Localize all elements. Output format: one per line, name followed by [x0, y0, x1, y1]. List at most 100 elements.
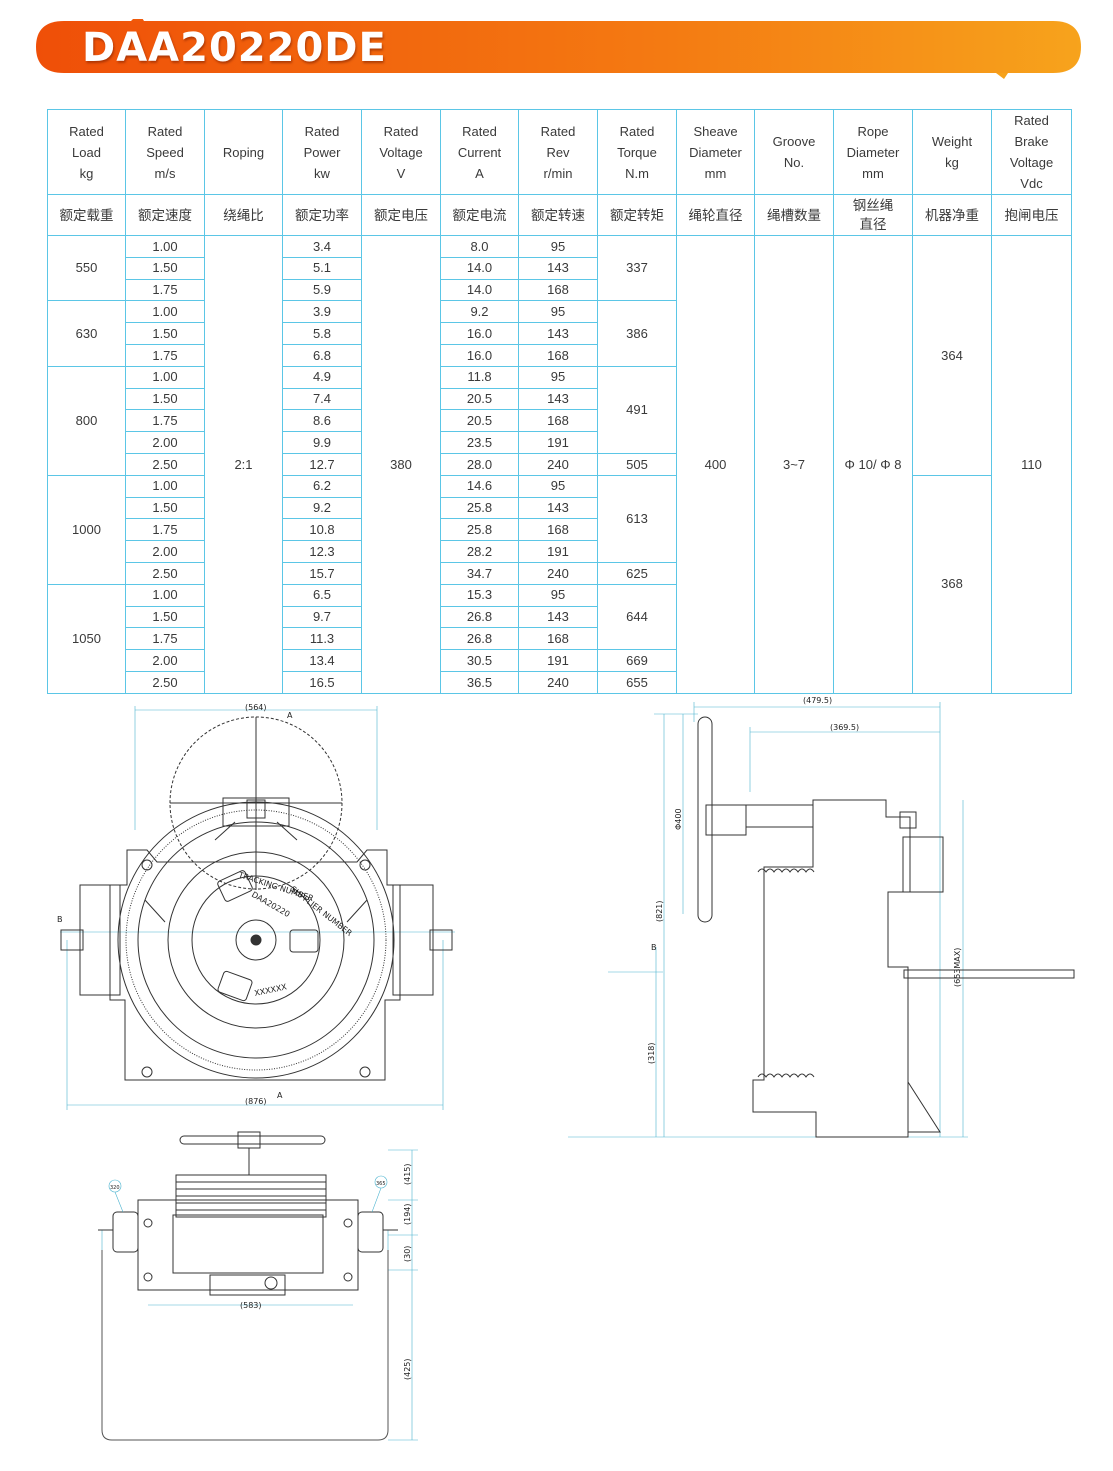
cell-current: 9.2	[440, 300, 519, 324]
side-mark-b2: B	[651, 943, 657, 952]
header-en-1-line: Speed	[146, 144, 184, 160]
cell-current: 14.6	[440, 474, 519, 498]
cell-roping: 2:1	[204, 235, 283, 694]
cell-speed: 1.00	[125, 365, 205, 389]
cell-current: 25.8	[440, 496, 519, 520]
cell-power: 10.8	[282, 518, 362, 542]
cell-load: 1000	[47, 474, 126, 585]
header-en-8-line: Diameter	[689, 144, 742, 160]
header-en-4-line: V	[396, 165, 406, 181]
section-mark-top: A	[287, 711, 293, 720]
machine-base-top	[137, 1199, 359, 1291]
header-en-10-line: Rope	[857, 123, 889, 139]
cell-power: 3.9	[282, 300, 362, 324]
header-en-0-line: kg	[79, 165, 94, 181]
cell-current: 20.5	[440, 387, 519, 411]
cell-power: 13.4	[282, 649, 362, 672]
header-en-6-line: Rev	[546, 144, 570, 160]
header-en-5-line: Rated	[462, 123, 497, 139]
cell-weight: 364	[912, 235, 992, 476]
cell-torque: 505	[597, 452, 677, 476]
cell-load: 550	[47, 234, 126, 302]
header-en-12-line: Rated	[1014, 113, 1049, 128]
header-cn-9: 绳槽数量	[754, 194, 834, 236]
cell-power: 5.8	[282, 322, 362, 345]
cell-current: 20.5	[440, 409, 519, 433]
cell-rev: 95	[518, 235, 598, 258]
cell-current: 28.0	[440, 452, 519, 476]
header-en-6-line: r/min	[543, 165, 573, 181]
cell-voltage: 380	[361, 235, 441, 694]
section-mark-bottom: A	[277, 1091, 283, 1100]
front-view-drawing: (564) A (876) A B	[55, 700, 465, 1120]
dim-front-bottom: (876)	[245, 1097, 267, 1106]
sheave-side	[697, 716, 713, 923]
cell-rev: 95	[518, 583, 598, 607]
cell-power: 15.7	[282, 561, 362, 585]
cell-power: 9.2	[282, 496, 362, 520]
handwheel-top	[179, 1135, 326, 1145]
cell-speed: 1.00	[125, 474, 205, 498]
cell-rev: 168	[518, 409, 598, 433]
header-cn-10-line: 钢丝绳	[852, 198, 894, 213]
cell-rev: 143	[518, 256, 598, 280]
header-cn-4: 额定电压	[361, 194, 441, 236]
cell-speed: 2.00	[125, 431, 205, 454]
header-row-cn: 额定载重额定速度绕绳比额定功率额定电压额定电流额定转速额定转矩绳轮直径绳槽数量钢…	[47, 194, 1072, 236]
cell-speed: 1.00	[125, 235, 205, 258]
cell-speed: 1.00	[125, 583, 205, 607]
cell-rev: 168	[518, 518, 598, 542]
cell-current: 23.5	[440, 431, 519, 454]
cell-rev: 191	[518, 540, 598, 563]
header-en-9-line: No.	[783, 155, 805, 170]
cell-rev: 240	[518, 561, 598, 585]
right-brake	[392, 884, 434, 996]
cell-rev: 143	[518, 322, 598, 345]
cell-rev: 168	[518, 627, 598, 651]
dim-top-h4: (425)	[403, 1358, 412, 1380]
dim-top-width: (583)	[240, 1301, 262, 1310]
header-en-4-line: Voltage	[379, 144, 423, 160]
cell-speed: 1.75	[125, 409, 205, 433]
dim-top-h2: (194)	[403, 1203, 412, 1225]
header-en-12-line: Voltage	[1009, 155, 1054, 170]
cell-power: 7.4	[282, 387, 362, 411]
header-en-11-line: kg	[945, 155, 959, 170]
cell-current: 14.0	[440, 278, 519, 302]
header-cn-11: 机器净重	[912, 194, 992, 236]
dim-side-height-low: (318)	[647, 1042, 656, 1064]
dim-side-sheave: Φ400	[674, 808, 683, 830]
cell-current: 26.8	[440, 627, 519, 651]
header-cn-7: 额定转矩	[597, 194, 677, 236]
cell-speed: 2.00	[125, 540, 205, 563]
cell-speed: 1.75	[125, 518, 205, 542]
cell-rope: Φ 10/ Φ 8	[833, 235, 913, 694]
header-en-7-line: Rated	[619, 123, 655, 139]
header-en-8-line: mm	[704, 165, 727, 181]
cell-torque: 669	[597, 649, 677, 672]
cell-load: 1050	[47, 583, 126, 694]
cell-torque: 386	[597, 300, 677, 367]
plate-text-serial: XXXXXX	[254, 982, 289, 998]
header-cn-10: 钢丝绳直径	[833, 194, 913, 236]
header-cn-1: 额定速度	[125, 194, 205, 236]
cell-speed: 2.00	[125, 649, 205, 672]
cell-power: 3.4	[282, 235, 362, 258]
cell-power: 5.1	[282, 256, 362, 280]
cell-current: 25.8	[440, 518, 519, 542]
